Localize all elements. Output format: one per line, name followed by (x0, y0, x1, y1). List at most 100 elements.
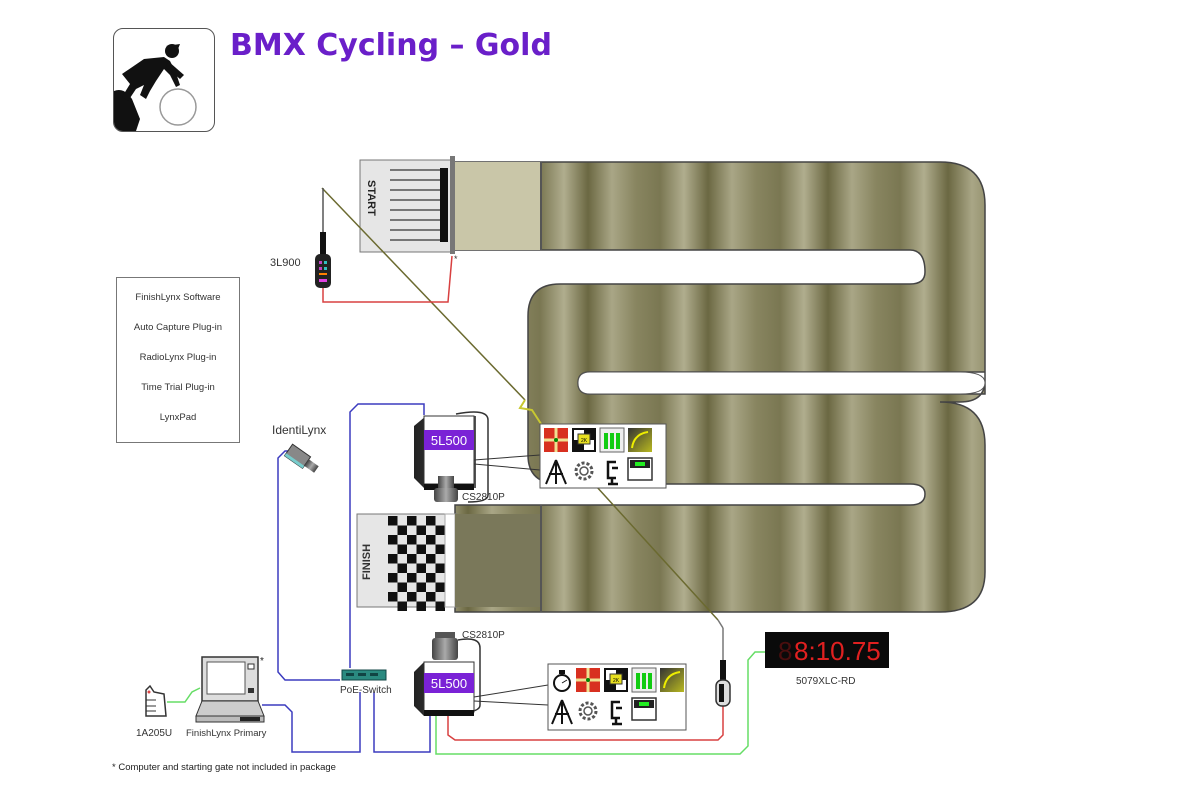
lens-label: CS2810P (462, 492, 505, 503)
software-list: FinishLynx Software Auto Capture Plug-in… (116, 277, 240, 443)
level-icon (631, 697, 657, 721)
finish-line: FINISH (356, 513, 540, 611)
cable-camera-top (349, 403, 425, 668)
checker-square (397, 601, 407, 611)
start-sensor-3l900[interactable] (315, 188, 331, 288)
cable-handheld (167, 687, 201, 703)
finishlynx-laptop[interactable] (195, 656, 265, 723)
software-item: RadioLynx Plug-in (139, 352, 217, 363)
checker-square (416, 544, 426, 554)
start-label: START (365, 180, 377, 216)
gear-icon (574, 461, 594, 481)
clamp-icon (606, 460, 618, 486)
checker-square (426, 535, 436, 545)
checker-square (416, 563, 426, 573)
finish-sensor[interactable] (715, 619, 731, 707)
scoreboard-5079xlc[interactable]: 8 8:10.75 (765, 632, 889, 668)
2k-resolution-icon: 2K (604, 668, 628, 692)
computer-asterisk: * (260, 656, 264, 667)
software-item: FinishLynx Software (135, 292, 221, 303)
checker-square (416, 582, 426, 592)
track-divider (540, 505, 542, 612)
checker-square (397, 563, 407, 573)
cable-scoreboard (435, 651, 765, 755)
start-sensor-wire (321, 187, 526, 401)
bmx-logo (113, 28, 215, 132)
checker-square (435, 601, 445, 611)
checker-square (435, 582, 445, 592)
camera-model: 5L500 (431, 676, 467, 691)
finish-label: FINISH (361, 544, 373, 580)
2k-resolution-icon: 2K (572, 428, 596, 452)
checker-square (416, 525, 426, 535)
checker-square (426, 592, 436, 602)
checker-square (426, 573, 436, 583)
feature-panel-bottom: 2K (547, 663, 687, 731)
camera-5l500-bottom[interactable]: 5L500 CS2810P (414, 630, 549, 716)
checker-square (388, 554, 398, 564)
computer-label: FinishLynx Primary (186, 728, 267, 739)
camera-5l500-top[interactable]: 5L500 CS2810P (414, 411, 541, 503)
bmx-cyclist-icon (114, 44, 197, 131)
software-item: Auto Capture Plug-in (133, 322, 223, 333)
cable-finish-sensor (447, 706, 724, 741)
tripod-icon (545, 459, 567, 485)
lens-label: CS2810P (462, 630, 505, 641)
stopwatch-icon (553, 670, 571, 692)
checker-square (388, 535, 398, 545)
checker-square (426, 516, 436, 526)
feature-panel-top: 2K (539, 423, 667, 489)
battery-icon (631, 667, 657, 693)
checker-square (407, 516, 417, 526)
cable-identilynx (277, 450, 340, 681)
checker-square (407, 573, 417, 583)
checker-square (416, 601, 426, 611)
checker-square (435, 525, 445, 535)
cable-camera-bottom (373, 692, 431, 753)
checker-square (435, 563, 445, 573)
software-item: LynxPad (159, 412, 197, 423)
curve-icon (660, 668, 684, 692)
checker-square (397, 544, 407, 554)
cable-computer (262, 692, 361, 753)
battery-icon (599, 427, 625, 453)
scoreboard-label: 5079XLC-RD (796, 676, 855, 687)
camera-model: 5L500 (431, 433, 467, 448)
software-item: Time Trial Plug-in (141, 382, 215, 393)
checker-square (397, 525, 407, 535)
checker-square (426, 554, 436, 564)
clamp-icon (610, 700, 622, 726)
footnote: * Computer and starting gate not include… (112, 762, 336, 773)
checker-square (388, 516, 398, 526)
checker-square (407, 535, 417, 545)
poe-switch-label: PoE-Switch (340, 685, 392, 696)
curve-icon (628, 428, 652, 452)
poe-switch[interactable] (341, 669, 387, 681)
checker-square (397, 582, 407, 592)
identilynx-camera[interactable] (283, 443, 321, 475)
radio-link-icon (518, 399, 546, 431)
start-gate: START * (359, 156, 540, 264)
alignment-grid-icon (544, 428, 568, 452)
start-sensor-label: 3L900 (270, 257, 301, 269)
identilynx-label: IdentiLynx (272, 423, 326, 437)
start-cable-red (322, 255, 453, 303)
page-title: BMX Cycling – Gold (230, 28, 552, 63)
alignment-grid-icon (576, 668, 600, 692)
track-divider (540, 162, 542, 250)
start-asterisk: * (454, 254, 458, 264)
gear-icon (578, 701, 598, 721)
handheld-1a205u[interactable] (145, 684, 167, 717)
handheld-label: 1A205U (136, 728, 172, 739)
checker-square (435, 544, 445, 554)
level-icon (627, 457, 653, 481)
checker-square (407, 592, 417, 602)
checker-square (388, 592, 398, 602)
scoreboard-display: 8:10.75 (794, 636, 881, 666)
svg-text:2K: 2K (581, 438, 588, 444)
checker-square (388, 573, 398, 583)
checker-square (407, 554, 417, 564)
tripod-icon (551, 699, 573, 725)
scoreboard-dim-digit: 8 (778, 636, 792, 666)
